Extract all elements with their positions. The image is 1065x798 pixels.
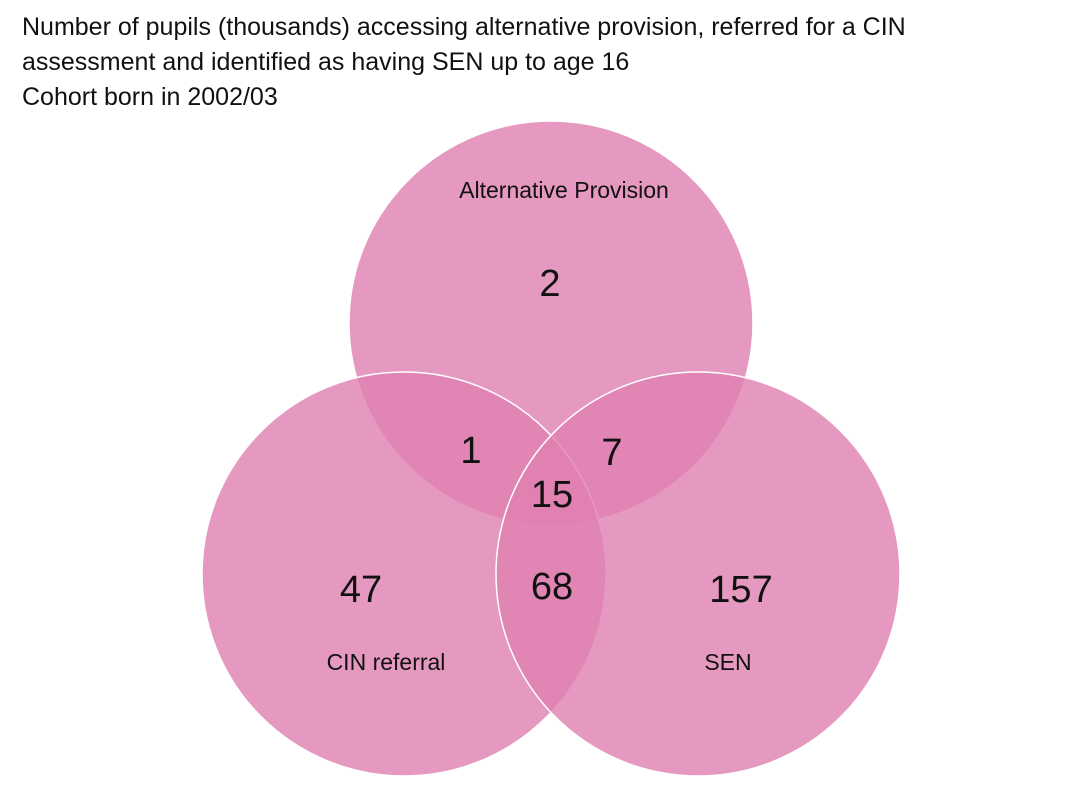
chart-title: Number of pupils (thousands) accessing a… [22,10,1057,115]
count-ap-sen: 7 [601,432,622,474]
count-all-three: 15 [531,474,573,516]
title-line-2: assessment and identified as having SEN … [22,48,630,76]
count-sen-only: 157 [709,569,772,611]
circle-sen [495,371,901,777]
title-line-1: Number of pupils (thousands) accessing a… [22,13,906,41]
count-cin-only: 47 [340,569,382,611]
label-cin-referral: CIN referral [327,649,446,675]
title-line-3: Cohort born in 2002/03 [22,83,278,111]
count-ap-cin: 1 [460,430,481,472]
count-ap-only: 2 [539,263,560,305]
label-sen: SEN [704,649,751,675]
count-cin-sen: 68 [531,566,573,608]
label-alternative-provision: Alternative Provision [459,177,669,203]
